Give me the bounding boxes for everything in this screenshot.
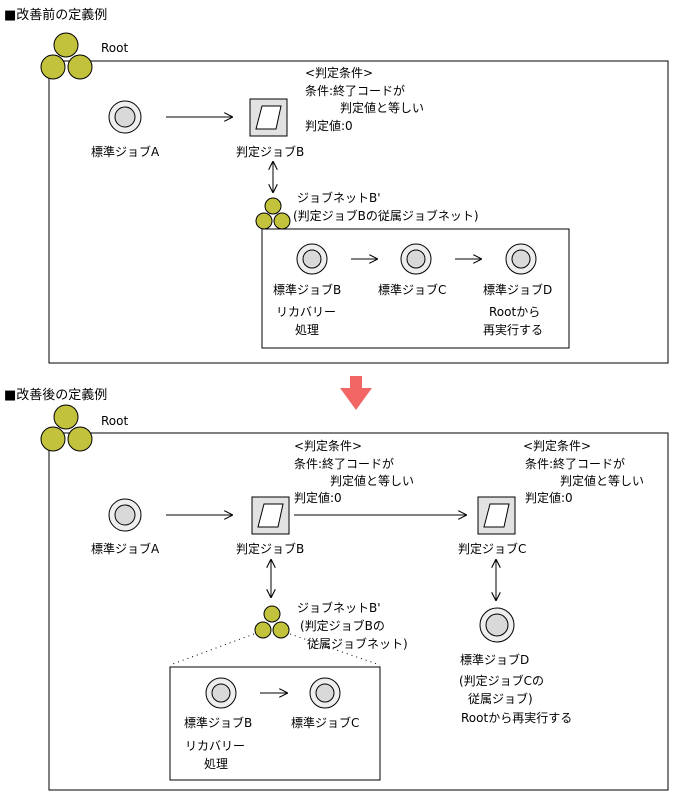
- after-job-d-note3: Rootから再実行する: [461, 710, 572, 725]
- after-jobnet-b-frame: [169, 666, 381, 781]
- after-net-job-b-note2: 処理: [204, 757, 228, 771]
- before-net-job-d-note2: 再実行する: [483, 322, 543, 337]
- after-cond-c-line2: 判定値と等しい: [560, 473, 644, 488]
- after-judge-c-label: 判定ジョブC: [458, 541, 526, 556]
- before-section: ■改善前の定義例 Root 標準ジョブA 判定ジョブB <判定条件> 条件:終了…: [4, 7, 669, 364]
- after-judge-b-icon: [251, 496, 290, 535]
- before-cond-line1: 条件:終了コードが: [305, 83, 405, 98]
- after-root-frame: [48, 432, 669, 791]
- after-jobnet-b-desc1: (判定ジョブBの: [300, 618, 385, 633]
- after-job-a-icon: [108, 498, 142, 532]
- before-net-job-d-note1: Rootから: [489, 305, 540, 319]
- before-jobnet-b-frame: [261, 228, 570, 349]
- after-job-d-note2: 従属ジョブ): [468, 691, 533, 706]
- before-net-job-b-note1: リカバリー: [276, 305, 336, 319]
- before-net-job-b-note2: 処理: [295, 323, 319, 337]
- after-job-d-note1: (判定ジョブCの: [459, 673, 544, 688]
- after-cond-b-line2: 判定値と等しい: [330, 473, 414, 488]
- after-net-job-c-label: 標準ジョブC: [291, 715, 359, 730]
- after-net-job-c-icon: [309, 677, 341, 709]
- after-net-job-b-icon: [205, 677, 237, 709]
- before-root-label: Root: [101, 41, 128, 55]
- after-judge-c-icon: [477, 496, 516, 535]
- after-job-d-icon: [479, 607, 515, 643]
- after-cond-c-line1: 条件:終了コードが: [525, 456, 625, 471]
- before-net-job-c-label: 標準ジョブC: [378, 282, 446, 297]
- after-cond-b-value: 判定値:0: [294, 490, 342, 505]
- before-net-job-c-icon: [400, 243, 432, 275]
- after-cond-c-value: 判定値:0: [525, 490, 573, 505]
- before-cond-header: <判定条件>: [305, 65, 373, 80]
- before-cond-line2: 判定値と等しい: [340, 100, 424, 115]
- transition-arrow: [340, 376, 372, 410]
- before-net-job-d-icon: [505, 243, 537, 275]
- before-judge-b-icon: [249, 98, 288, 137]
- before-jobnet-b-desc: (判定ジョブBの従属ジョブネット): [293, 208, 479, 223]
- before-root-jobnet-icon: [40, 32, 93, 80]
- after-cond-c-header: <判定条件>: [523, 438, 591, 453]
- after-net-job-b-label: 標準ジョブB: [184, 715, 252, 730]
- before-job-a-label: 標準ジョブA: [91, 144, 160, 159]
- after-judge-b-label: 判定ジョブB: [236, 541, 304, 556]
- before-jobnet-b-icon: [255, 197, 291, 230]
- after-root-label: Root: [101, 414, 128, 428]
- after-job-a-label: 標準ジョブA: [91, 541, 160, 556]
- before-judge-b-label: 判定ジョブB: [236, 144, 304, 159]
- after-cond-b-line1: 条件:終了コードが: [294, 456, 394, 471]
- after-cond-b-header: <判定条件>: [294, 438, 362, 453]
- before-jobnet-b-name: ジョブネットB': [297, 190, 381, 205]
- after-dotted-left: [169, 633, 255, 666]
- after-root-jobnet-icon: [40, 404, 93, 452]
- before-net-job-b-icon: [296, 243, 328, 275]
- after-net-job-b-note1: リカバリー: [185, 739, 245, 753]
- before-job-a-icon: [108, 100, 142, 134]
- after-jobnet-b-desc2: 従属ジョブネット): [307, 636, 408, 651]
- after-section: ■改善後の定義例 Root 標準ジョブA 判定ジョブB <判定条件> 条件:終了…: [4, 387, 669, 791]
- after-title: ■改善後の定義例: [4, 387, 107, 403]
- before-cond-value: 判定値:0: [305, 118, 353, 133]
- before-net-job-b-label: 標準ジョブB: [273, 282, 341, 297]
- before-net-job-d-label: 標準ジョブD: [483, 282, 552, 297]
- before-title: ■改善前の定義例: [4, 7, 107, 23]
- after-dotted-right: [289, 633, 381, 666]
- before-root-frame: [48, 60, 669, 364]
- after-jobnet-b-name: ジョブネットB': [297, 600, 381, 615]
- after-job-d-label: 標準ジョブD: [460, 652, 529, 667]
- after-jobnet-b-icon: [254, 605, 290, 639]
